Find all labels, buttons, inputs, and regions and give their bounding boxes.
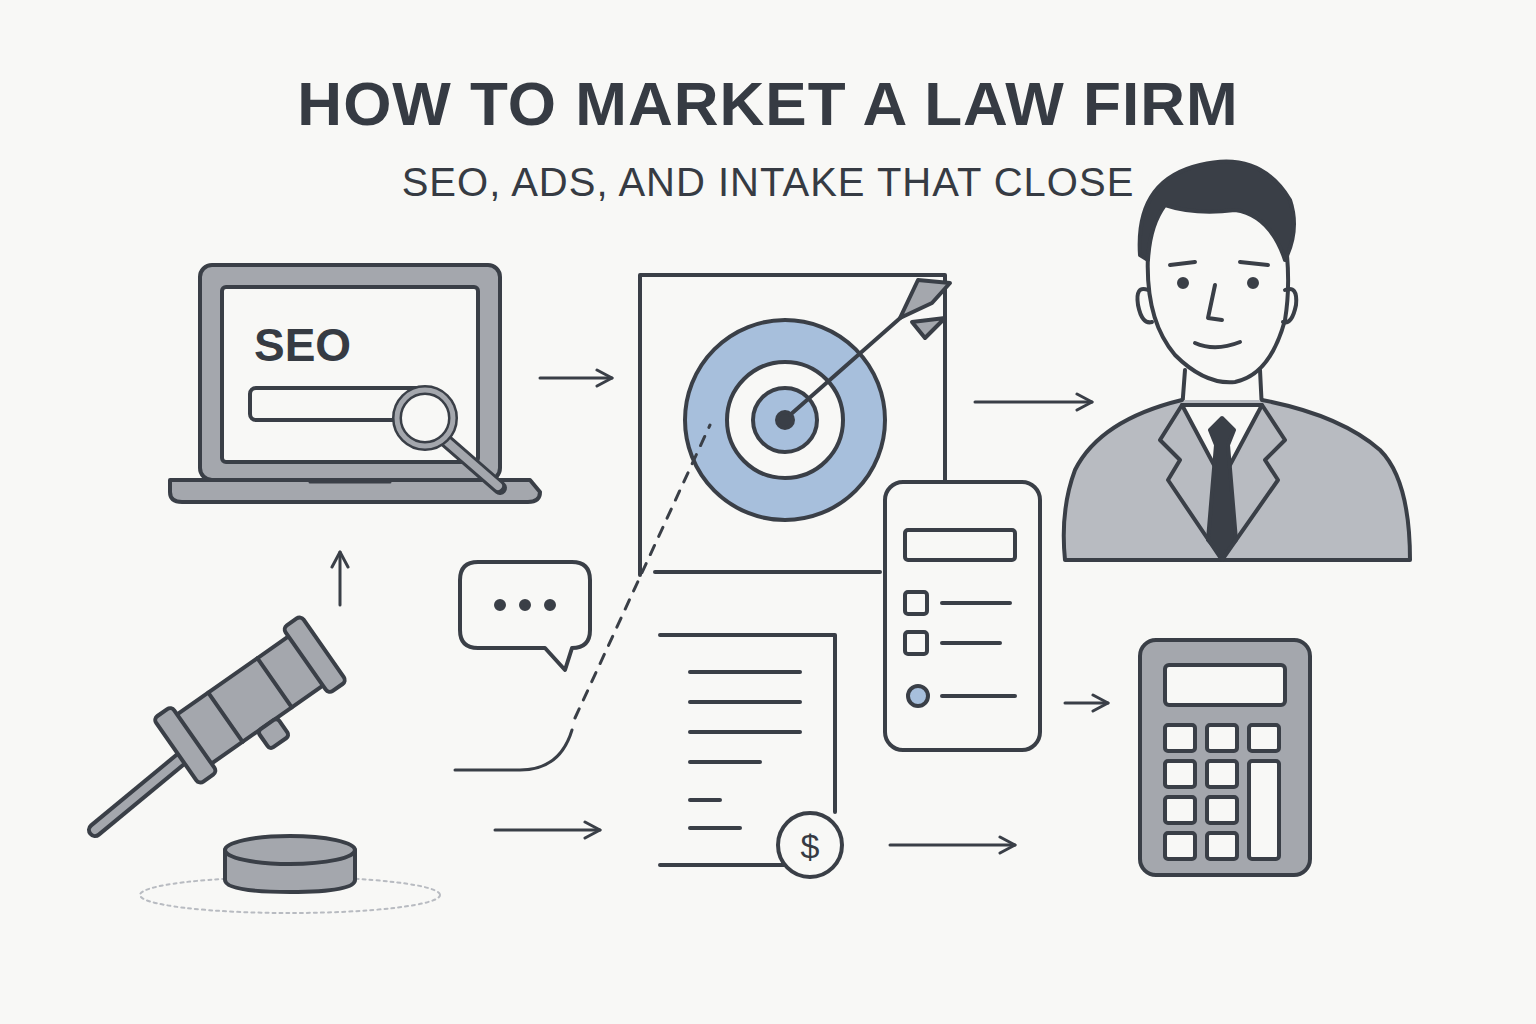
calculator-key [1165,833,1195,859]
lawyer-portrait [1064,162,1410,560]
gavel-icon [95,616,440,913]
calculator-key [1165,797,1195,823]
screen-panel: SEO [250,318,356,372]
title: HOW TO MARKET A LAW FIRM [0,68,1536,139]
calculator-key [1165,761,1195,787]
flow-arrows [340,378,1108,845]
calculator-key [1207,833,1237,859]
intake-form [885,482,1040,750]
calculator-key [1165,725,1195,751]
subtitle: SEO, ADS, AND INTAKE THAT CLOSE [0,160,1536,205]
chat-bubble [460,562,590,670]
node-text: SEO [254,322,352,368]
calculator-icon [1140,640,1310,875]
dollar-sign: $ [796,827,824,866]
calculator-key [1207,725,1237,751]
calculator-key [1249,725,1279,751]
fee-document [660,635,842,877]
laptop-icon [170,265,540,502]
calculator-key [1207,797,1237,823]
calculator-key [1249,761,1279,859]
calculator-key [1207,761,1237,787]
